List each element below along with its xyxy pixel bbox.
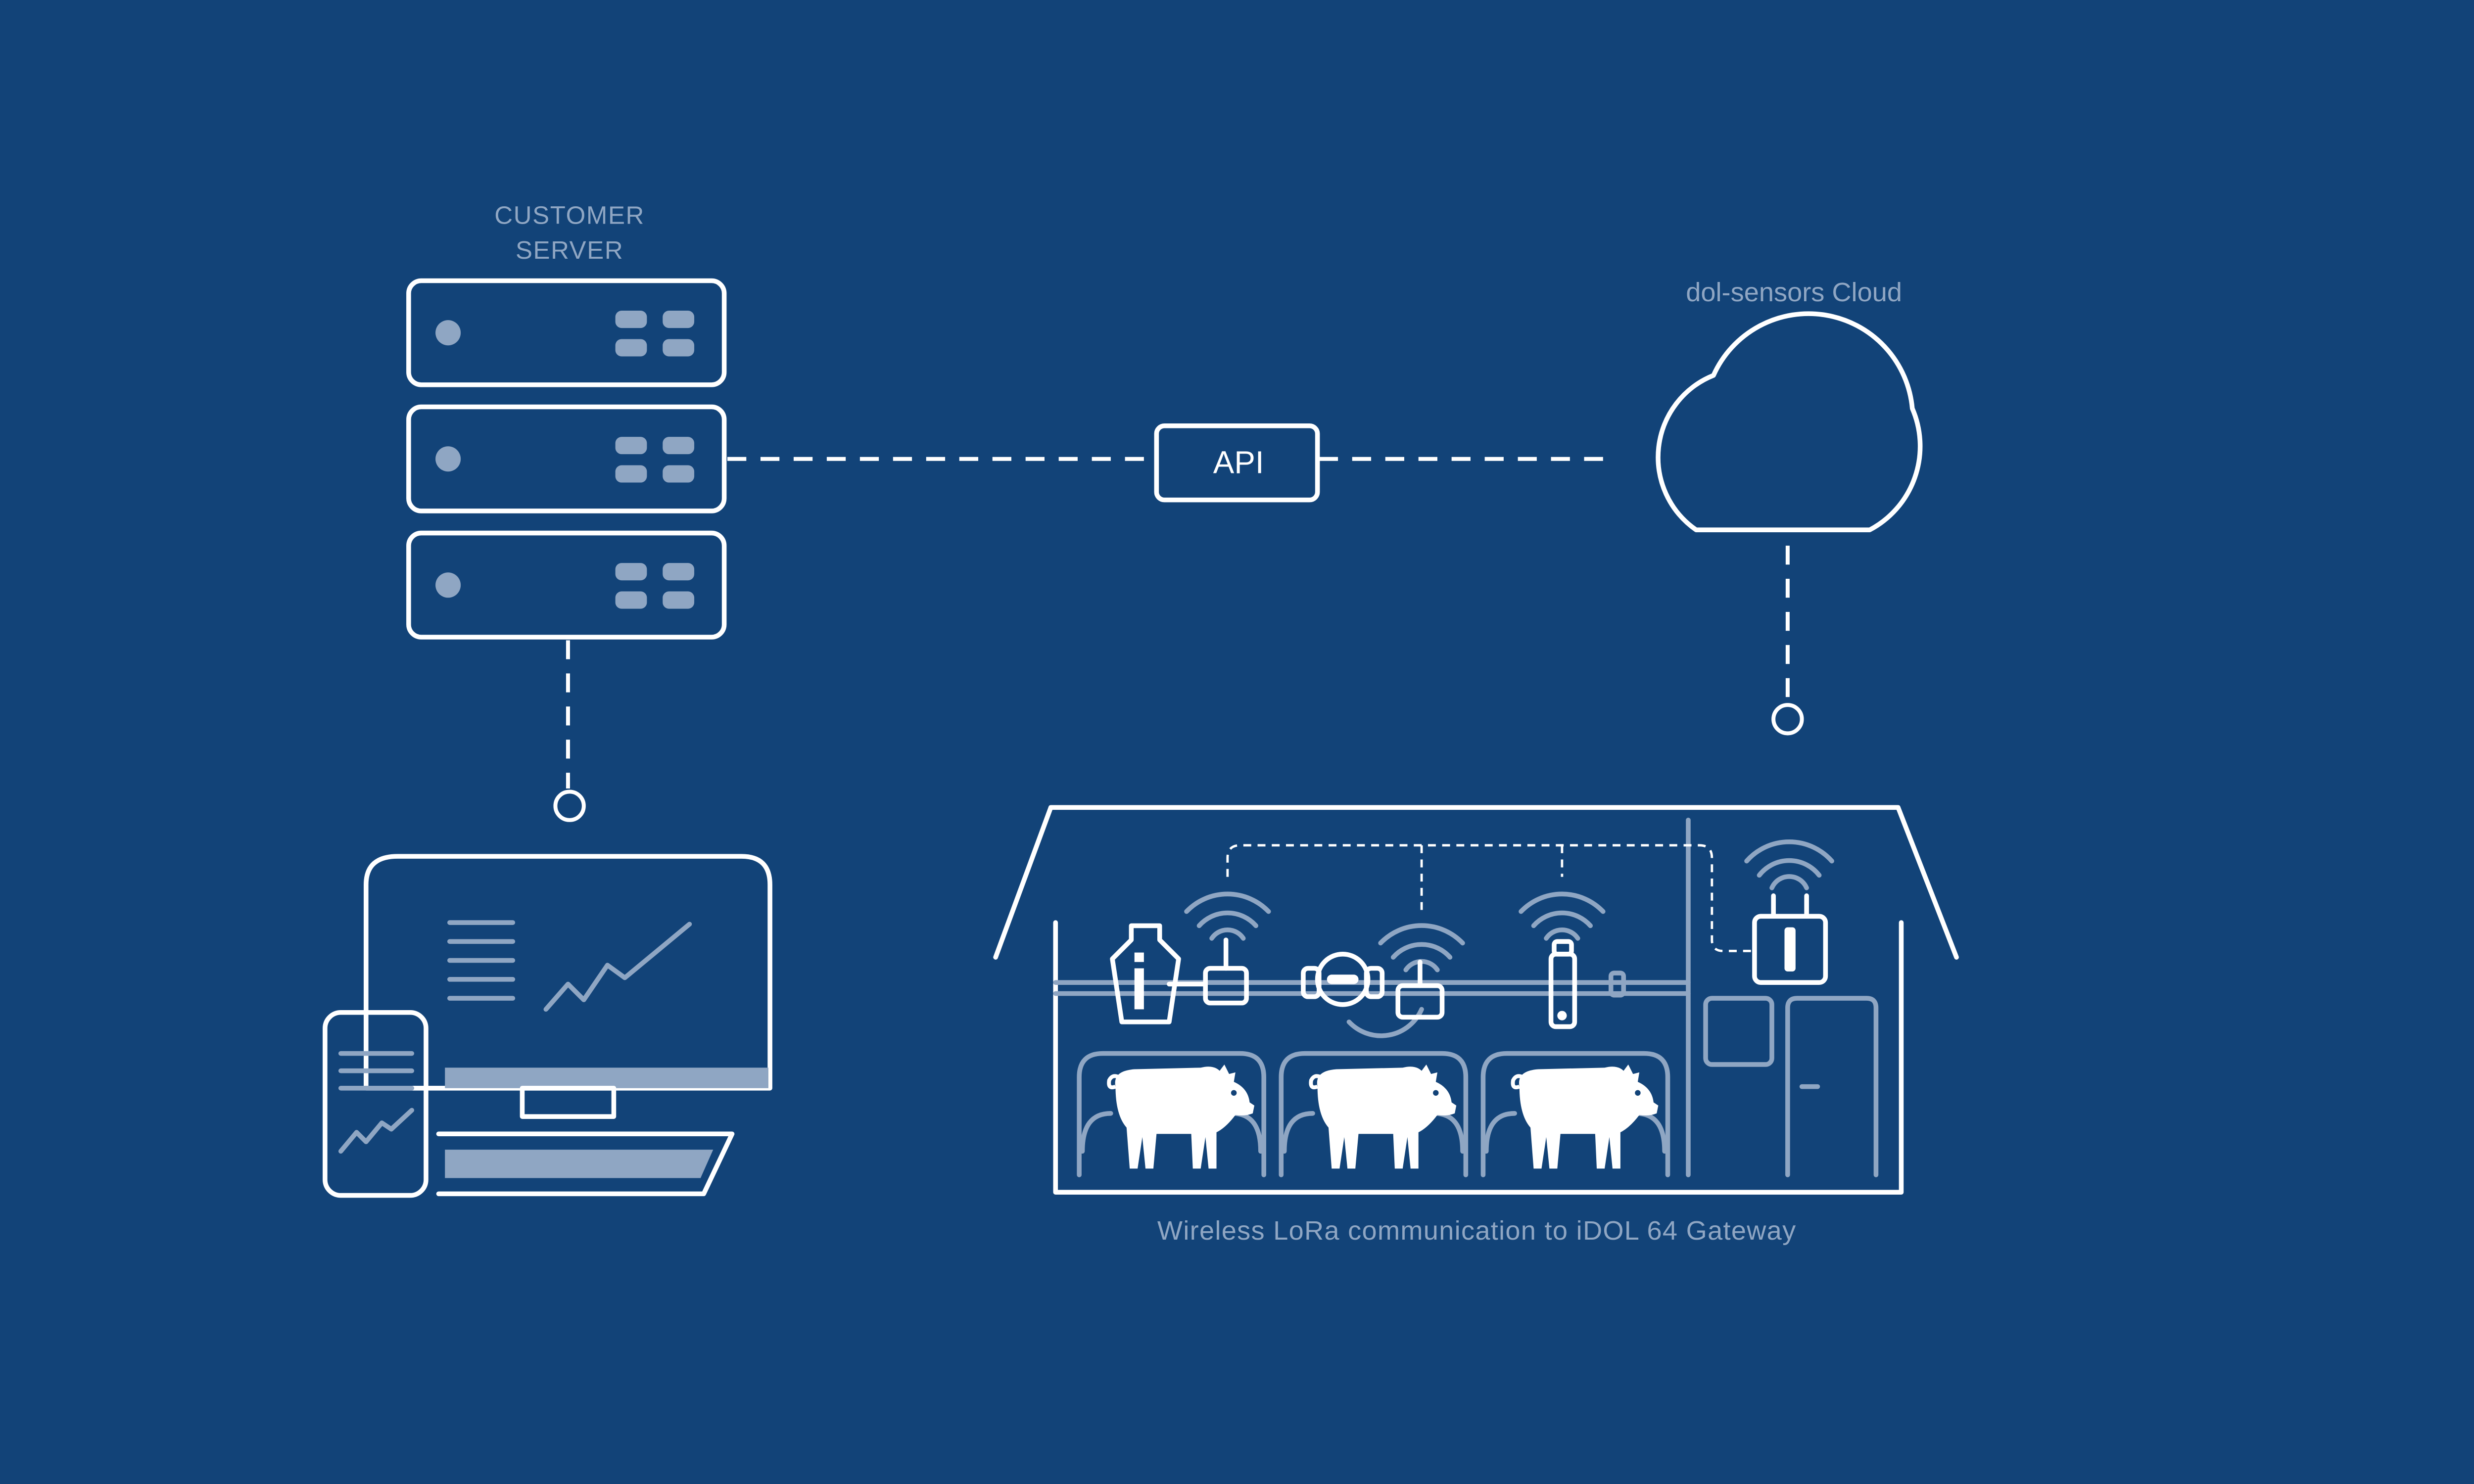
api-label: API xyxy=(1213,444,1264,480)
keyboard-icon xyxy=(436,1131,735,1197)
cloud-icon xyxy=(1656,311,1923,532)
wifi-signal-icon xyxy=(1744,839,1834,890)
sensor-network-link xyxy=(1226,844,1752,952)
customer-server-label-line1: CUSTOMER xyxy=(494,201,645,230)
desktop-monitor-icon xyxy=(364,854,772,1119)
barn-icon xyxy=(993,805,1959,1195)
smartphone-icon xyxy=(323,1010,428,1198)
pig-icon xyxy=(1311,1065,1456,1168)
barn-caption: Wireless LoRa communication to iDOL 64 G… xyxy=(1157,1216,1797,1246)
gateway-icon xyxy=(1752,893,1828,985)
monitor-text-lines xyxy=(447,920,516,1001)
devices-connector-node xyxy=(553,789,586,822)
trend-chart-icon xyxy=(543,922,692,1012)
sensor-icon xyxy=(1110,923,1249,1024)
sensor-icon xyxy=(1301,952,1445,1038)
barn-window xyxy=(1703,996,1774,1067)
barn-door xyxy=(1785,996,1879,1177)
api-box: API xyxy=(1154,423,1320,503)
server-stack-icon xyxy=(406,278,727,640)
server-unit xyxy=(406,404,727,513)
wifi-signal-icon xyxy=(1184,891,1271,941)
server-unit xyxy=(406,278,727,387)
server-unit xyxy=(406,530,727,640)
wifi-signal-icon xyxy=(1519,891,1606,941)
sensor-icon xyxy=(1548,939,1577,1029)
pig-icon xyxy=(1109,1065,1254,1168)
cloud-label: dol-sensors Cloud xyxy=(1686,278,1902,307)
customer-server-label-line2: SERVER xyxy=(516,236,623,264)
barn-connector-node xyxy=(1771,703,1804,736)
pig-icon xyxy=(1513,1065,1659,1168)
